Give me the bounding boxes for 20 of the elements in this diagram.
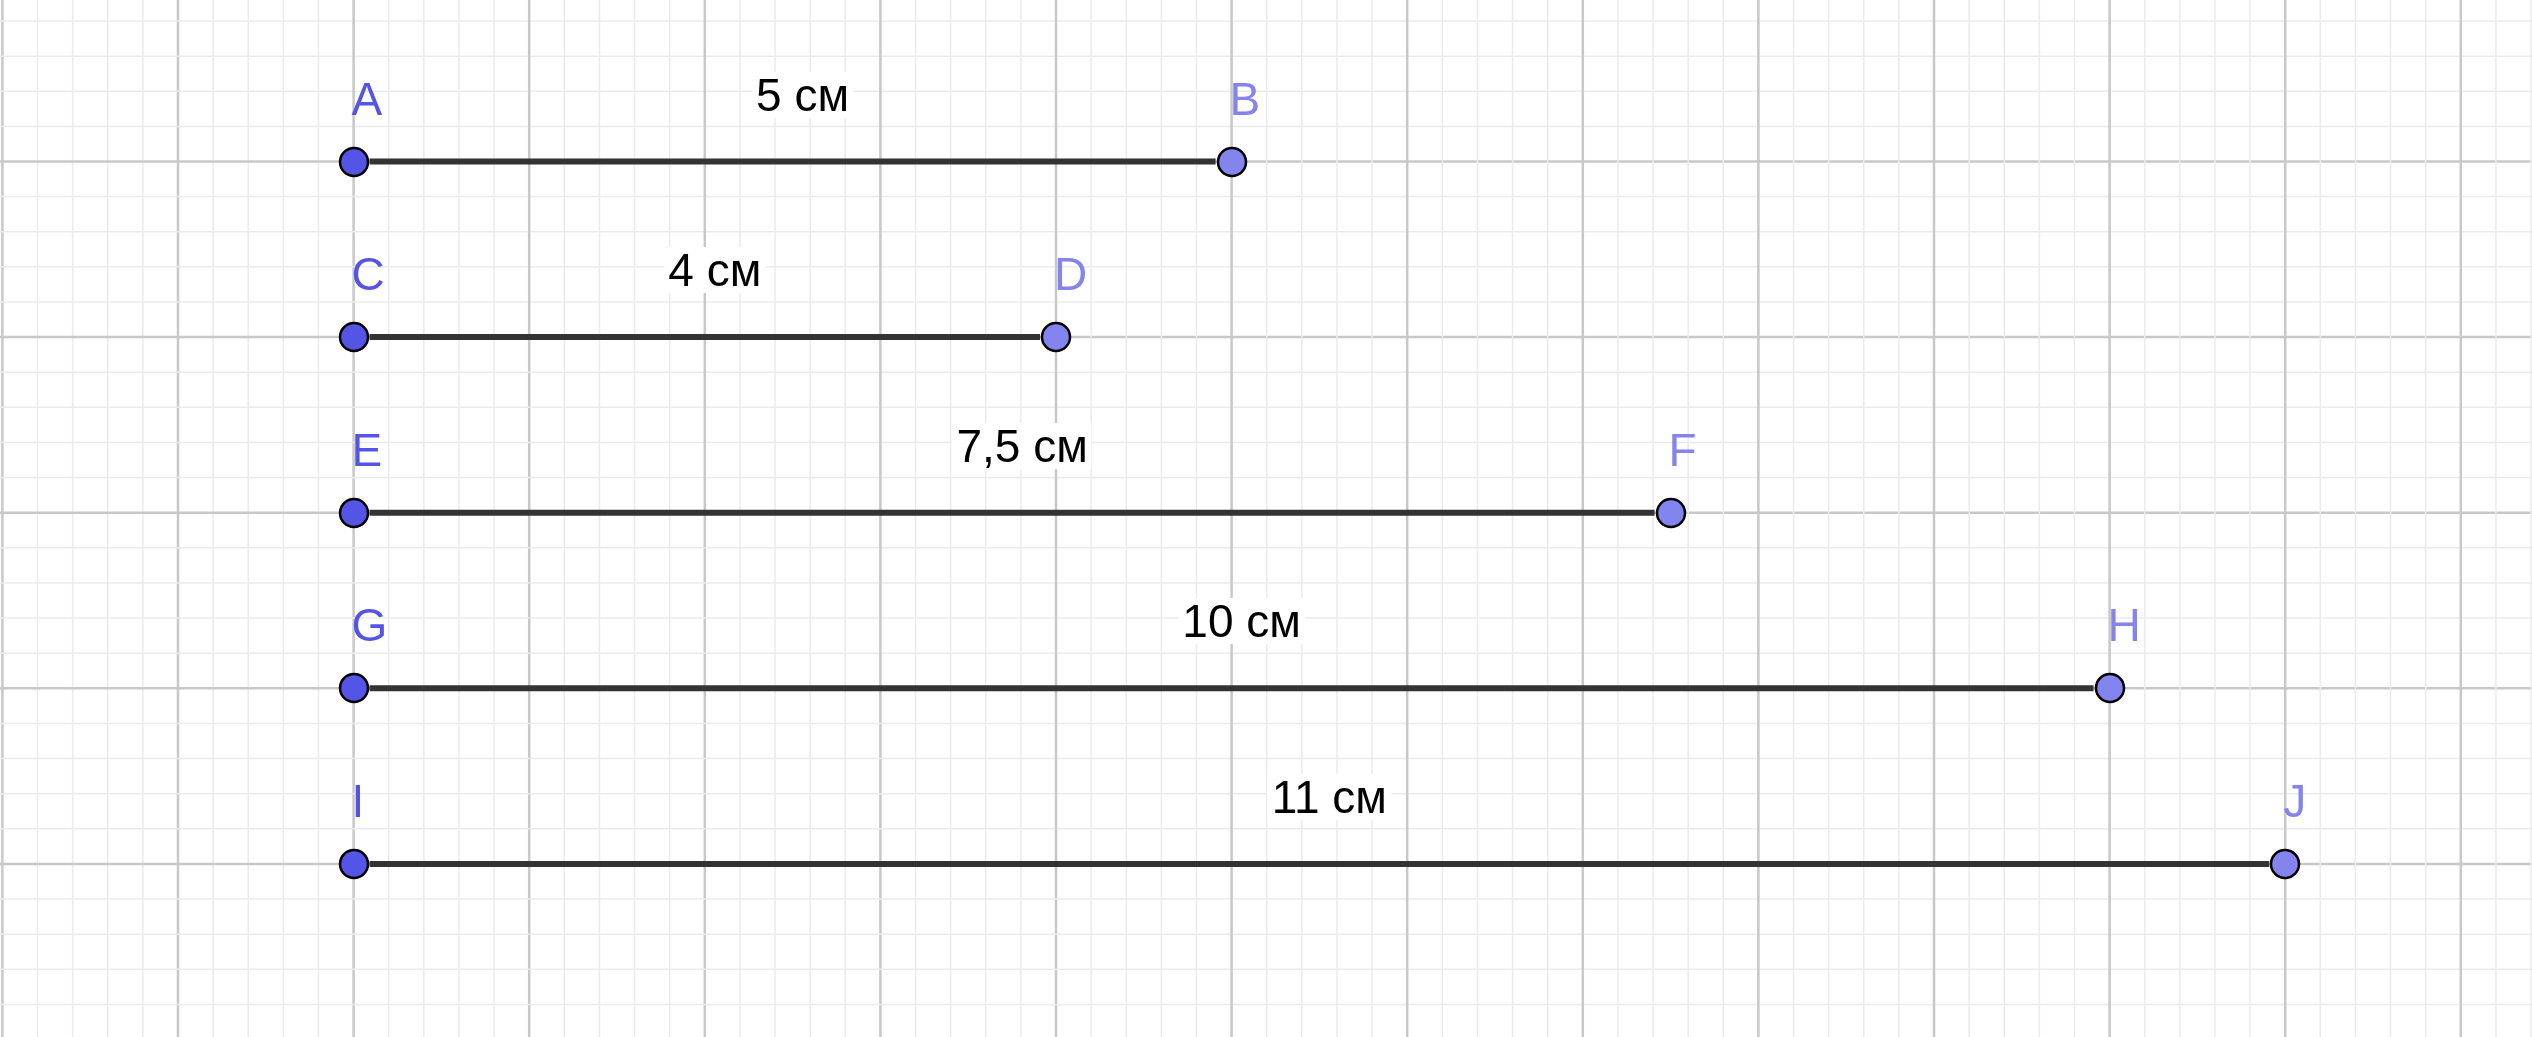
point-label: G xyxy=(351,602,388,649)
point-label: C xyxy=(351,251,385,298)
point-label: I xyxy=(351,777,365,824)
length-label: 4 см xyxy=(664,247,766,294)
length-label: 7,5 см xyxy=(952,422,1092,469)
point-label: F xyxy=(1668,426,1697,473)
length-label: 5 см xyxy=(752,71,854,118)
line-segment xyxy=(369,685,2094,692)
line-segment xyxy=(369,158,1216,165)
length-label: 11 см xyxy=(1267,773,1391,820)
point-label: D xyxy=(1054,251,1088,298)
line-segment xyxy=(369,860,2270,867)
point-label: E xyxy=(351,426,383,473)
line-segment xyxy=(369,509,1655,516)
point-label: H xyxy=(2107,602,2141,649)
point-label: B xyxy=(1229,75,1261,122)
length-label: 10 см xyxy=(1178,598,1305,645)
point-label: A xyxy=(351,75,383,122)
point-label: J xyxy=(2283,777,2307,824)
line-segment xyxy=(369,334,1040,341)
